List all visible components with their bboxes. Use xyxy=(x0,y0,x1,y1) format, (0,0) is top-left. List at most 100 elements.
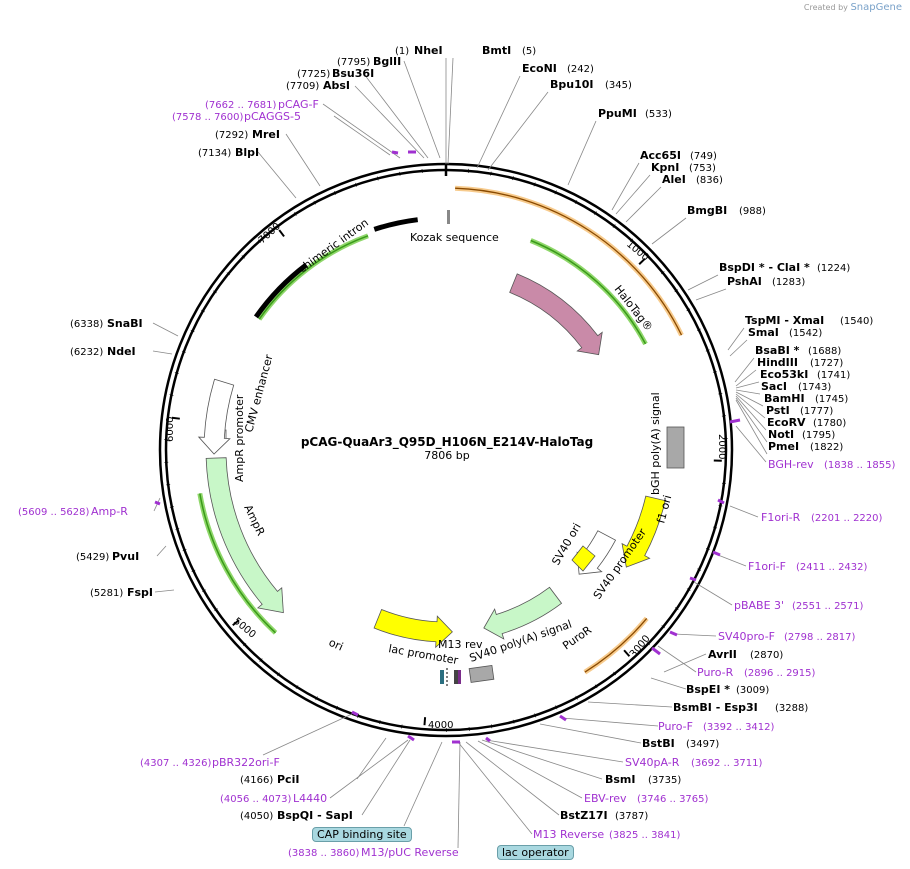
tick-minor xyxy=(554,190,557,195)
leader-line xyxy=(361,739,411,816)
leader-line xyxy=(457,741,533,835)
site-name: NotI xyxy=(768,428,794,441)
leader-line xyxy=(734,357,755,383)
leader-line xyxy=(333,115,391,156)
primer-pos: (3692 .. 3711) xyxy=(691,758,763,769)
tick-major xyxy=(232,619,240,626)
leader-line xyxy=(152,322,179,337)
tick-minor xyxy=(712,370,717,373)
site-pos: (836) xyxy=(696,175,723,186)
primer-tick xyxy=(651,646,661,656)
tick-minor xyxy=(169,506,174,508)
tick-minor xyxy=(191,569,196,572)
site-pos: (1688) xyxy=(808,346,841,357)
site-pos: (1780) xyxy=(813,418,846,429)
leader-line xyxy=(693,581,733,606)
site-name: BspDI * - ClaI * xyxy=(719,261,810,274)
site-pos: (5281) xyxy=(90,588,123,599)
leader-line xyxy=(487,91,549,171)
site-pos: (1745) xyxy=(815,394,848,405)
primer-name: Amp-R xyxy=(91,505,128,518)
tick-major xyxy=(171,416,180,420)
tick-minor xyxy=(174,372,179,374)
intron-segment-1 xyxy=(373,217,419,232)
orf-arc-puror xyxy=(584,617,648,673)
site-name: SmaI xyxy=(748,326,779,339)
leader-line xyxy=(257,151,297,199)
leader-line xyxy=(735,389,761,395)
primer-pos: (3838 .. 3860) xyxy=(288,848,360,859)
site-pos: (1224) xyxy=(817,263,850,274)
primer-pos: (2896 .. 2915) xyxy=(744,668,816,679)
leader-line xyxy=(153,497,161,512)
cap-binding-site-badge: CAP binding site xyxy=(312,827,412,842)
tick-minor xyxy=(686,308,691,312)
site-pos: (7709) xyxy=(286,81,319,92)
primer-name: Puro-R xyxy=(697,666,734,679)
tick-minor xyxy=(213,290,217,294)
green-arc-intron xyxy=(258,235,369,320)
tick-minor xyxy=(201,309,205,313)
leader-line xyxy=(727,327,745,351)
site-pos: (5) xyxy=(522,46,536,57)
leader-line xyxy=(735,391,764,407)
primer-name: pCAGGS-5 xyxy=(244,110,301,123)
site-name: HindIII xyxy=(757,356,798,369)
primer-pos: (2411 .. 2432) xyxy=(796,562,868,573)
lac-promoter-mark xyxy=(440,670,444,684)
site-name: PmeI xyxy=(768,440,799,453)
leader-line xyxy=(403,741,443,827)
site-pos: (6232) xyxy=(70,347,103,358)
tick-minor xyxy=(202,589,206,593)
site-name: BspQI - SapI xyxy=(277,809,353,822)
tick-minor xyxy=(335,705,339,710)
tick-major xyxy=(423,717,427,726)
tick-minor xyxy=(226,272,231,276)
tick-minor xyxy=(705,547,710,550)
tick-minor xyxy=(646,642,650,646)
green-arc-intron-bg xyxy=(257,233,369,321)
primer-name: Puro-F xyxy=(658,720,693,733)
site-pos: (7795) xyxy=(337,57,370,68)
primer-pos: (7662 .. 7681) xyxy=(205,100,277,111)
primer-pos: (7578 .. 7600) xyxy=(172,112,244,123)
site-name: BsmBI - Esp3I xyxy=(673,701,758,714)
primer-tick xyxy=(717,498,725,505)
primer-tick xyxy=(485,736,491,743)
tick-minor xyxy=(214,608,218,612)
bgh-polya-box xyxy=(666,426,685,469)
feature-label-ampr: AmpR xyxy=(241,503,267,539)
leader-line xyxy=(152,350,173,355)
tick-minor xyxy=(575,695,578,700)
leader-line xyxy=(615,174,651,215)
ori-arrow xyxy=(373,608,453,649)
lac-operator-badge: lac operator xyxy=(497,845,574,860)
tick-major xyxy=(623,649,631,657)
site-name: BsmI xyxy=(605,773,636,786)
leader-line xyxy=(356,737,387,780)
feature-label-cmv-enhancer: CMV enhancer xyxy=(242,353,275,434)
primer-pos: (4056 .. 4073) xyxy=(220,794,292,805)
site-pos: (1727) xyxy=(810,358,843,369)
leader-line xyxy=(447,57,454,165)
primer-name: SV40pro-F xyxy=(718,630,775,643)
site-name: BmtI xyxy=(482,44,511,57)
tick-major xyxy=(638,257,646,265)
primer-name: L4440 xyxy=(293,792,327,805)
site-name: Bsu36I xyxy=(332,67,374,80)
site-name: NheI xyxy=(414,44,443,57)
site-name: FspI xyxy=(127,586,153,599)
tick-minor xyxy=(696,328,701,331)
tick-minor xyxy=(293,212,297,216)
tick-minor xyxy=(376,176,379,181)
lac-operator-mark xyxy=(454,670,459,684)
primer-pos: (2201 .. 2220) xyxy=(811,513,883,524)
site-pos: (1777) xyxy=(800,406,833,417)
site-pos: (988) xyxy=(739,206,766,217)
snapgene-credit: Created by SnapGene xyxy=(804,2,902,13)
leader-line xyxy=(465,741,560,816)
puror-arrow xyxy=(483,586,563,640)
feature-label-bgh-polya: bGH poly(A) signal xyxy=(649,392,662,495)
leader-line xyxy=(262,713,353,756)
label-leaders xyxy=(152,57,768,849)
